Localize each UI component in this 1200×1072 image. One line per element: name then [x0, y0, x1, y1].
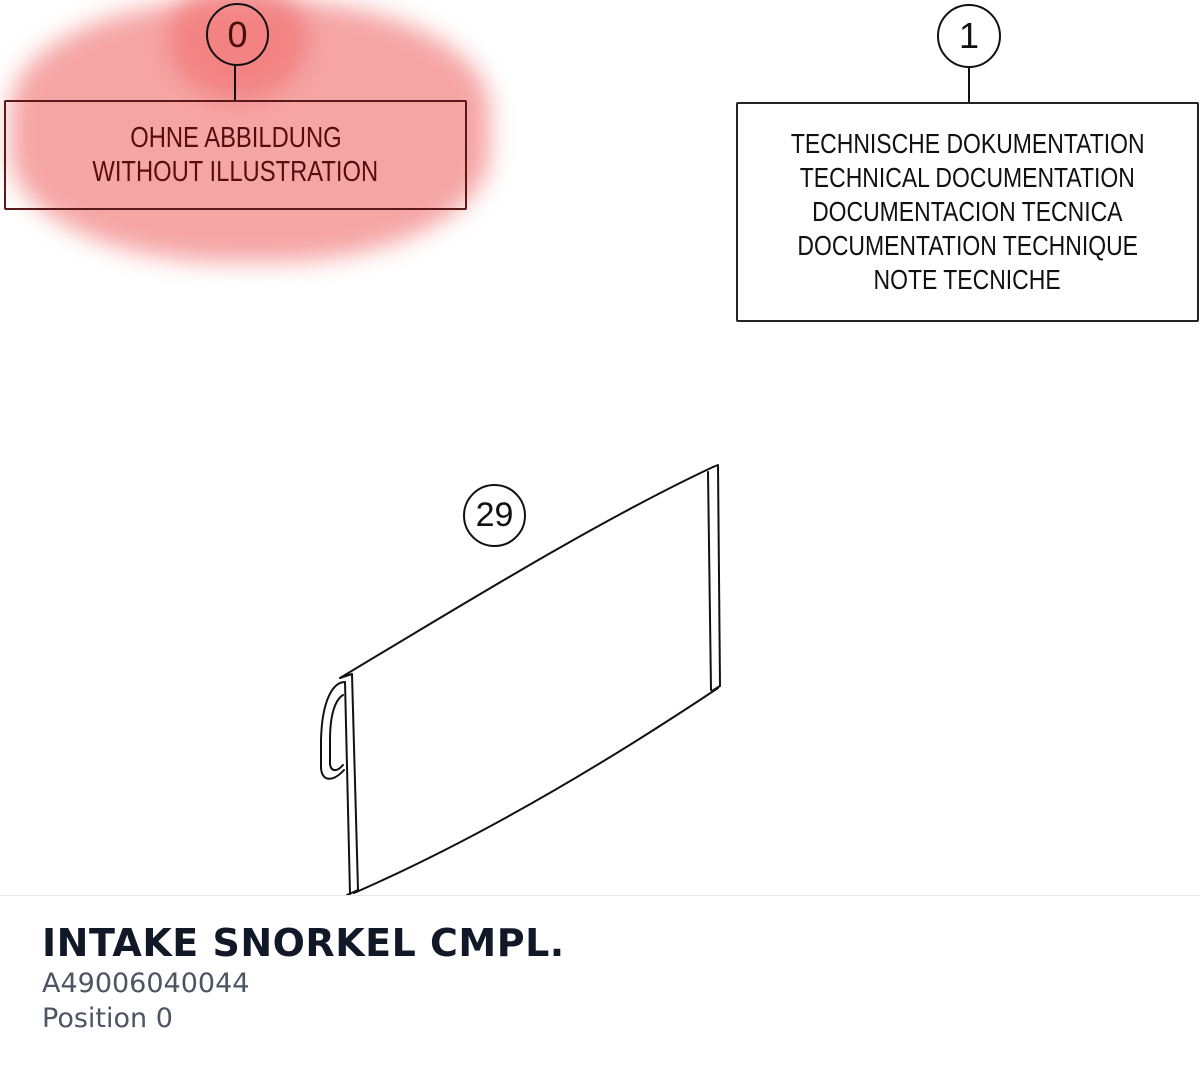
- callout-0-leader: [234, 66, 236, 101]
- snorkel-hook-inner: [329, 694, 344, 772]
- no-illustration-line-de: OHNE ABBILDUNG: [129, 122, 342, 154]
- no-illustration-line-en: WITHOUT ILLUSTRATION: [92, 156, 379, 188]
- callout-0[interactable]: 0: [206, 3, 269, 66]
- section-divider: [0, 895, 1200, 896]
- snorkel-left-flange-outer: [339, 673, 359, 896]
- callout-0-label: 0: [227, 13, 248, 55]
- part-number: A49006040044: [42, 968, 250, 999]
- callout-1-leader: [968, 68, 970, 103]
- snorkel-right-flange: [711, 464, 721, 692]
- part-title: INTAKE SNORKEL CMPL.: [42, 921, 565, 965]
- tech-doc-line-fr: DOCUMENTATION TECHNIQUE: [797, 230, 1138, 261]
- part-info-panel: INTAKE SNORKEL CMPL. A49006040044 Positi…: [42, 920, 565, 1036]
- snorkel-bottom-edge: [353, 687, 719, 894]
- tech-doc-line-it: NOTE TECNICHE: [873, 264, 1062, 295]
- exploded-parts-diagram: 0 OHNE ABBILDUNG WITHOUT ILLUSTRATION 1 …: [0, 0, 1200, 896]
- tech-doc-line-de: TECHNISCHE DOKUMENTATION: [790, 128, 1145, 159]
- callout-1-label: 1: [958, 15, 980, 56]
- snorkel-hook: [320, 681, 346, 780]
- callout-1[interactable]: 1: [937, 4, 1001, 68]
- snorkel-left-flange-inner: [344, 681, 351, 895]
- tech-doc-line-es: DOCUMENTACION TECNICA: [812, 196, 1123, 227]
- snorkel-top-edge: [339, 466, 714, 679]
- no-illustration-box[interactable]: OHNE ABBILDUNG WITHOUT ILLUSTRATION: [4, 100, 467, 210]
- part-position: Position 0: [42, 1003, 173, 1034]
- snorkel-right-flange-inner: [707, 471, 712, 691]
- callout-29-label: 29: [475, 496, 514, 534]
- tech-doc-line-en: TECHNICAL DOCUMENTATION: [799, 162, 1136, 193]
- technical-documentation-box[interactable]: TECHNISCHE DOKUMENTATION TECHNICAL DOCUM…: [736, 102, 1199, 322]
- intake-snorkel-drawing[interactable]: [0, 0, 1200, 896]
- callout-29[interactable]: 29: [463, 484, 526, 547]
